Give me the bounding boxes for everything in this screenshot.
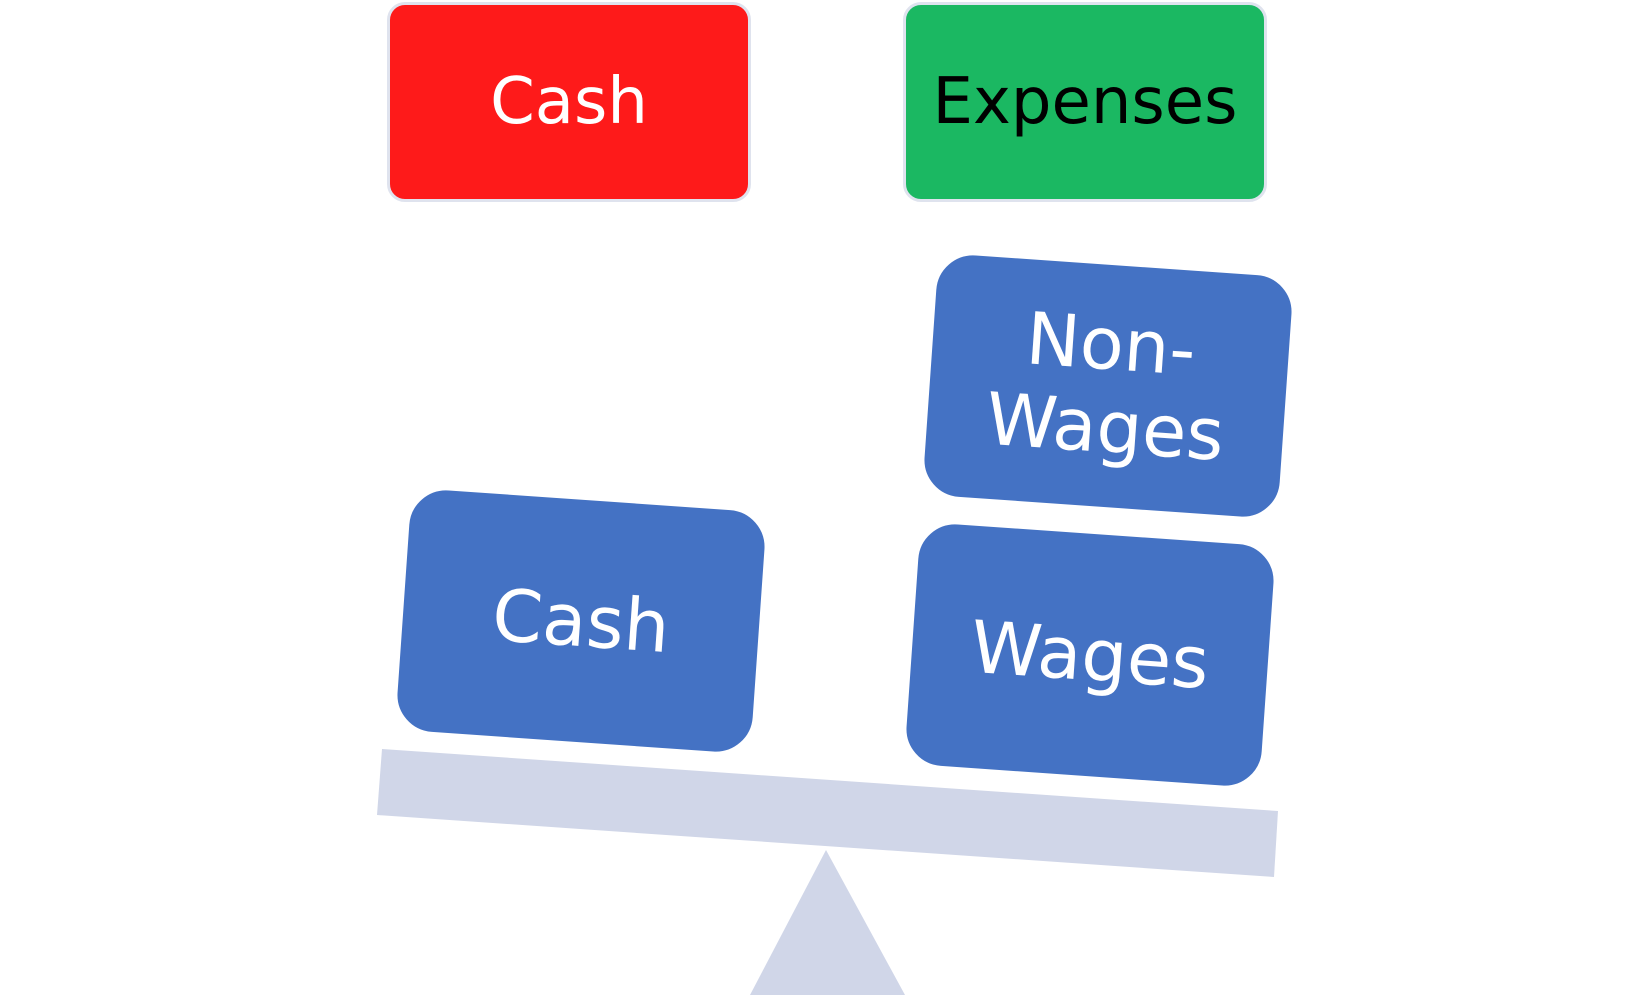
non-wages-block: Non- Wages bbox=[918, 249, 1298, 523]
cash-block-text: Cash bbox=[489, 572, 673, 669]
non-wages-line-2: Wages bbox=[983, 376, 1227, 478]
non-wages-block-text: Non- Wages bbox=[983, 295, 1232, 477]
scale-beam bbox=[377, 749, 1278, 877]
expenses-label-text: Expenses bbox=[932, 65, 1238, 139]
wages-block: Wages bbox=[900, 518, 1280, 792]
expenses-label-box: Expenses bbox=[903, 2, 1267, 202]
wages-block-text: Wages bbox=[968, 604, 1212, 705]
cash-block: Cash bbox=[391, 484, 771, 758]
cash-label-box: Cash bbox=[387, 2, 751, 202]
scale-fulcrum bbox=[750, 850, 905, 995]
cash-label-text: Cash bbox=[490, 65, 648, 139]
